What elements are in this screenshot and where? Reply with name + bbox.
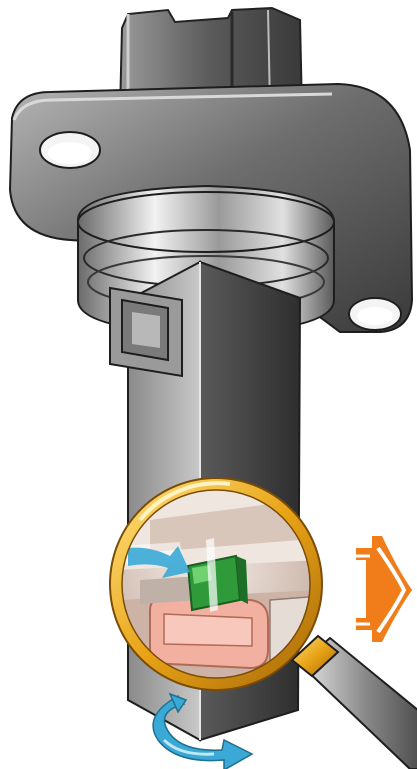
- output-signal-arrow-icon: [356, 536, 412, 642]
- probe-latch: [110, 288, 182, 376]
- magnifier-handle: [292, 636, 417, 769]
